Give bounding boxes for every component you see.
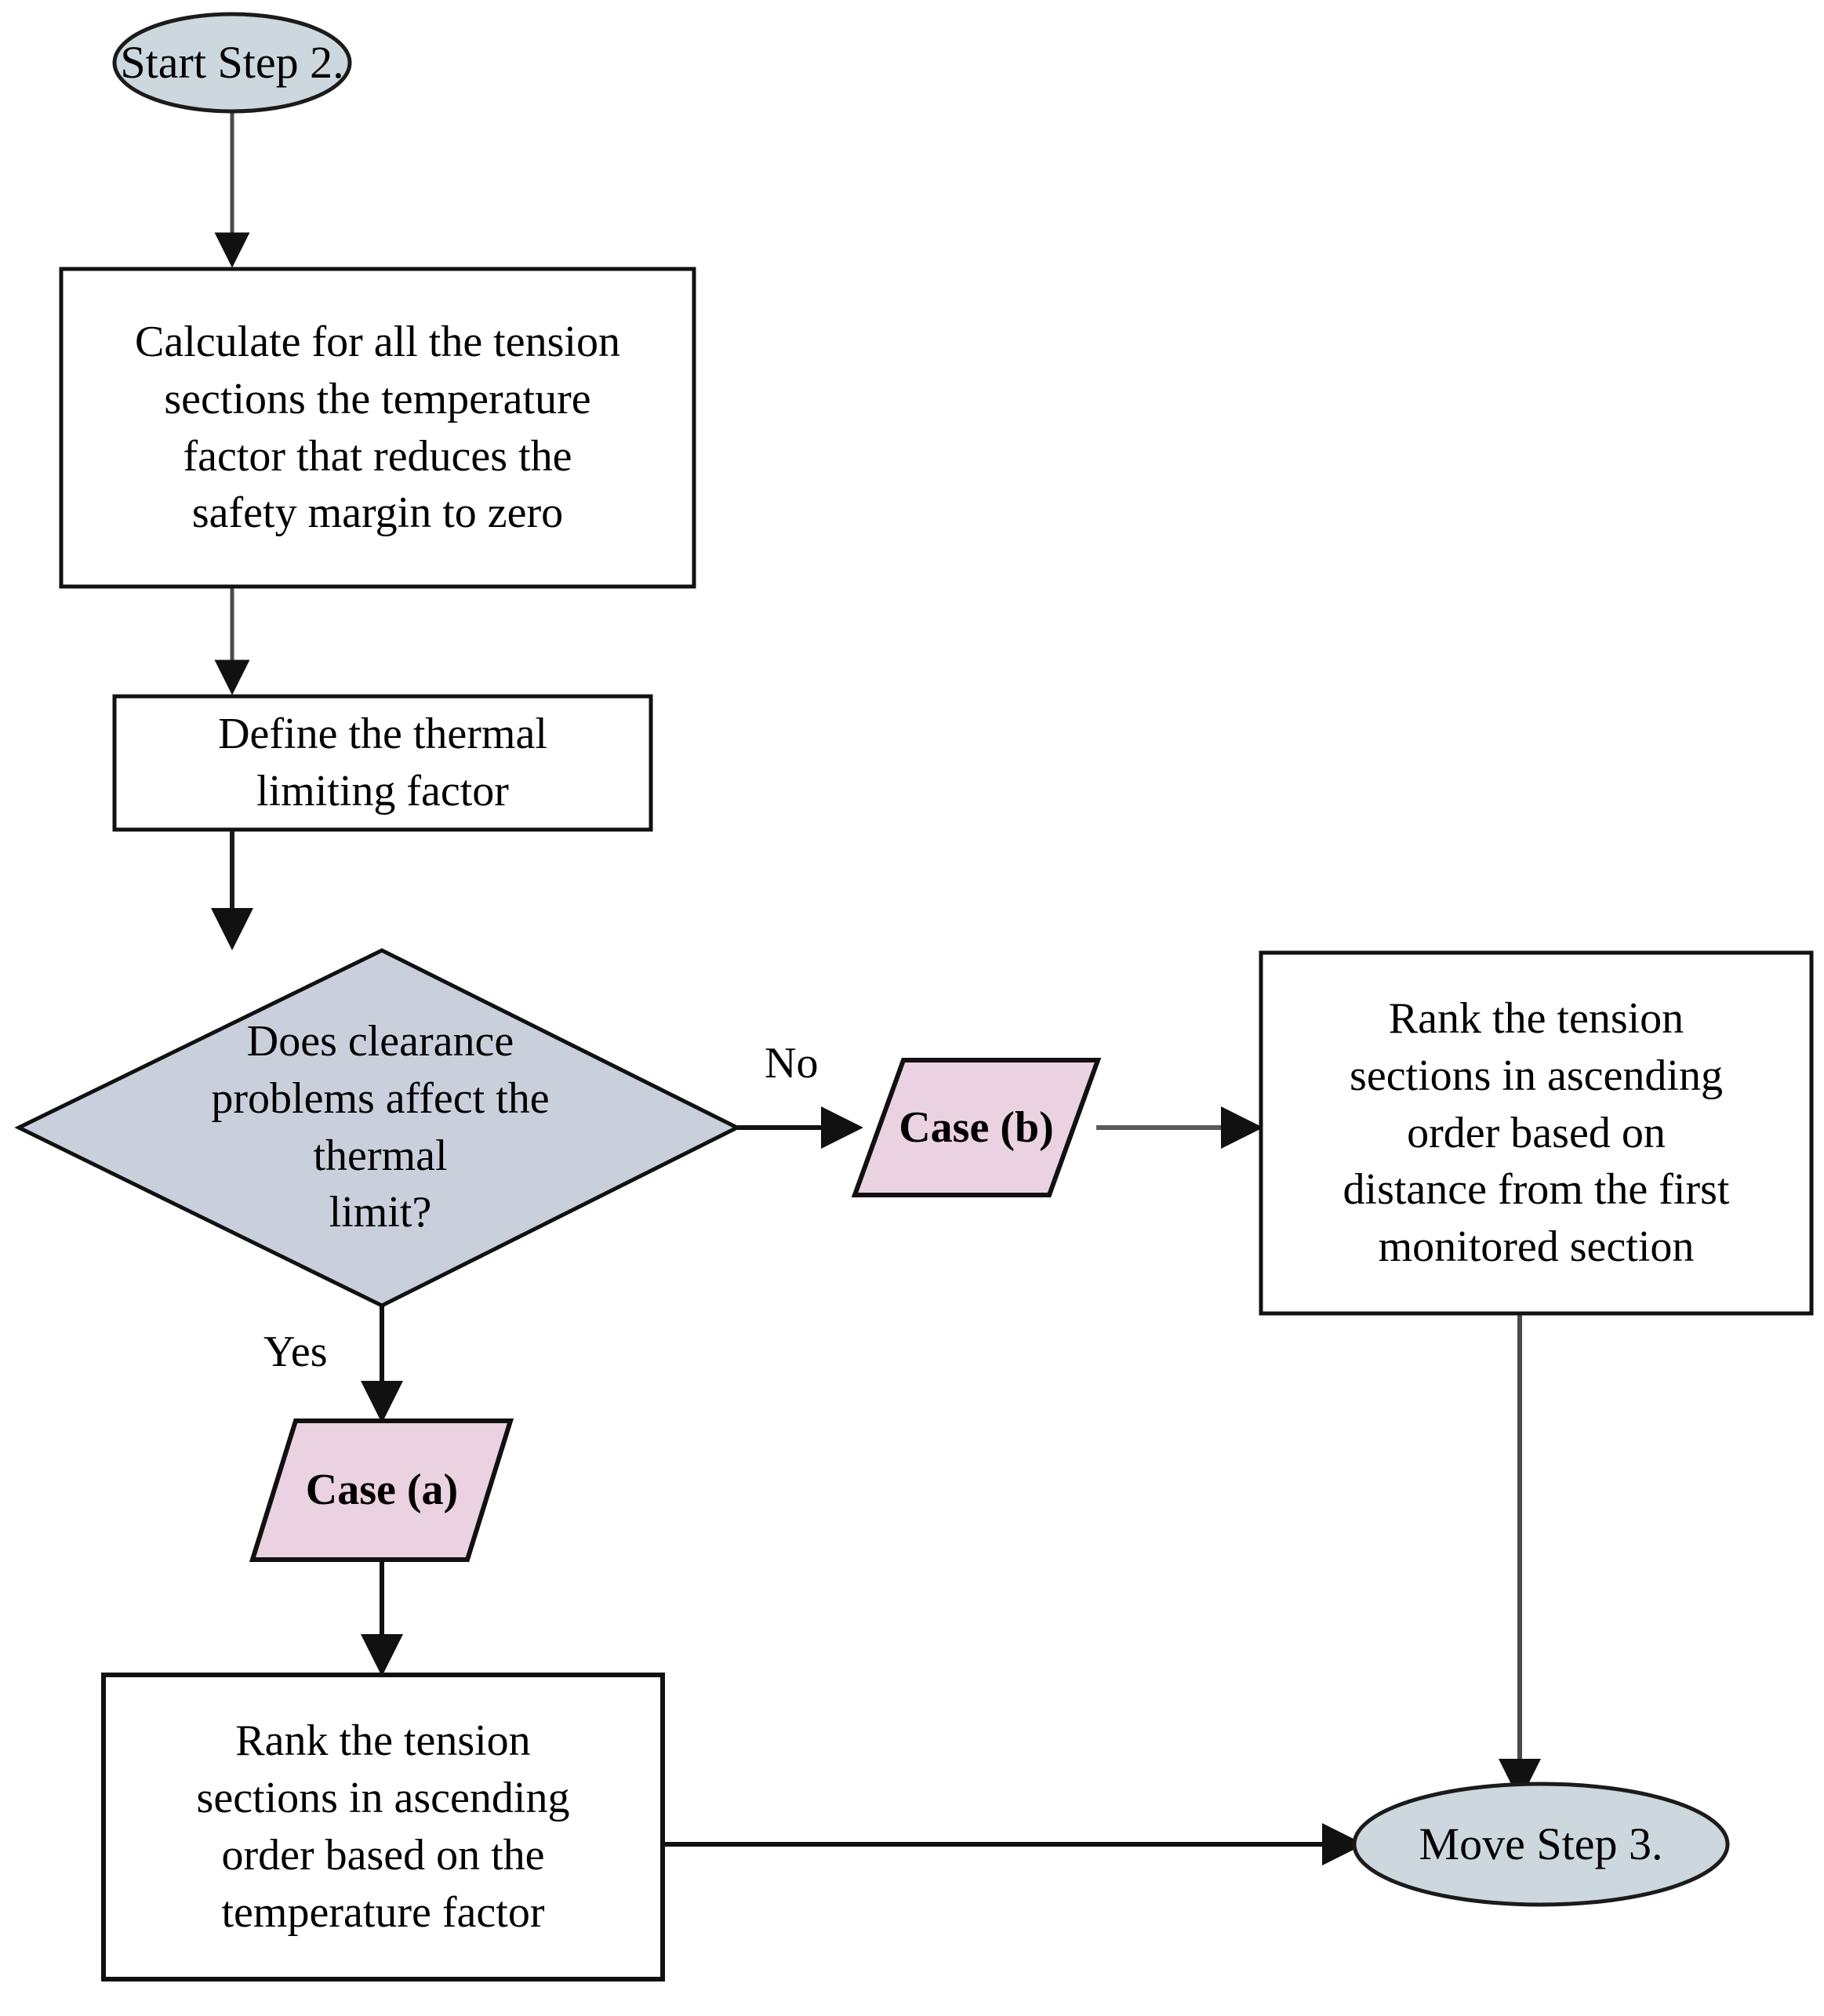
node-rank-distance-shape[interactable]: [1259, 950, 1814, 1316]
node-start-shape[interactable]: [112, 12, 352, 114]
node-define-limiting-shape[interactable]: [112, 694, 653, 832]
node-case-b-shape[interactable]: [851, 1058, 1102, 1197]
edge-label-no: No: [765, 1039, 819, 1088]
edge-label-yes: Yes: [263, 1328, 328, 1376]
node-decision-clearance-shape[interactable]: [14, 948, 742, 1308]
node-calculate-factor-shape[interactable]: [59, 267, 696, 589]
node-case-a-shape[interactable]: [249, 1418, 514, 1562]
node-end-shape[interactable]: [1352, 1782, 1730, 1907]
node-rank-temperature-shape[interactable]: [101, 1673, 665, 1981]
